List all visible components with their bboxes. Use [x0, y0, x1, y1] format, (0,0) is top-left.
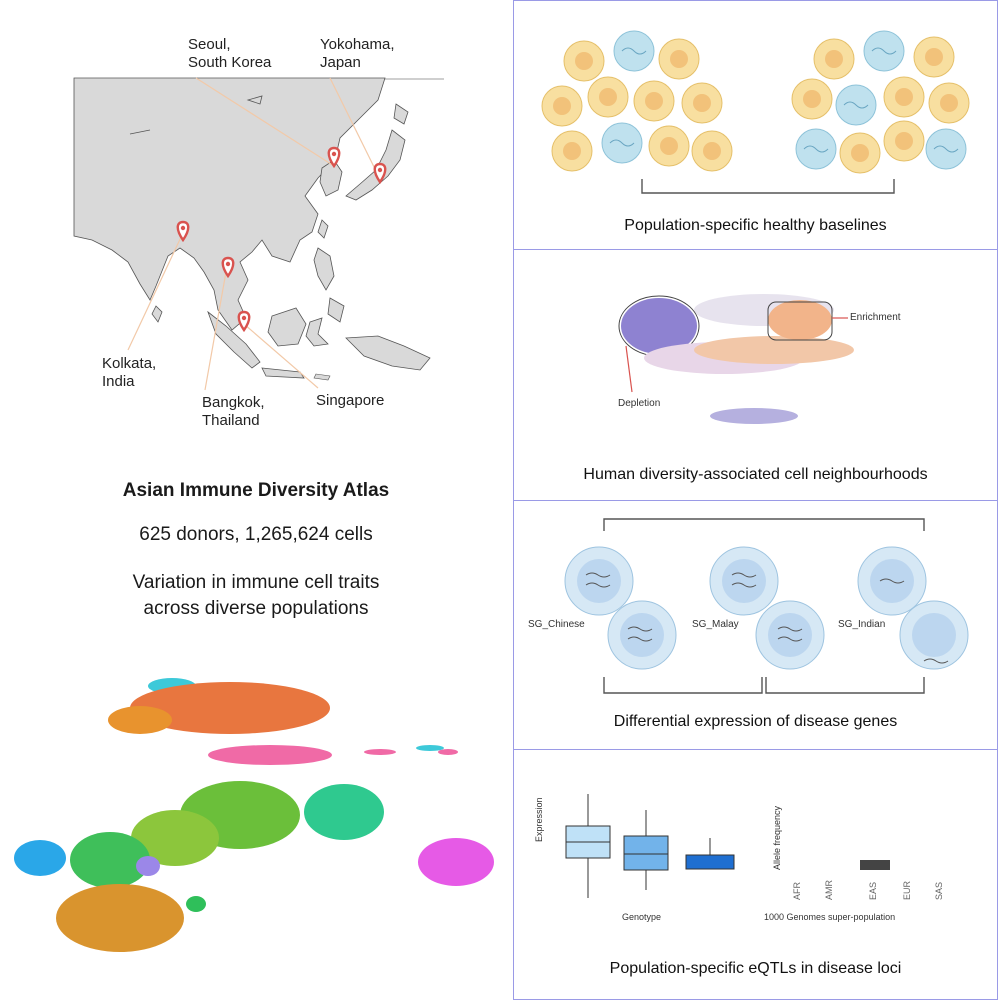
cluster-green-small [186, 896, 206, 912]
cells-sg-malay [709, 546, 825, 670]
barplot-ylabel: Allele frequency [772, 805, 782, 870]
asia-map [73, 77, 444, 391]
boxplot-xlabel: Genotype [622, 912, 662, 922]
cells-sg-indian [857, 546, 969, 670]
atlas-subtitle: 625 donors, 1,265,624 cells [139, 524, 373, 545]
tick-eur: EUR [902, 880, 912, 900]
panel-neighbourhoods: Enrichment Depletion Human diversity-ass… [513, 249, 998, 501]
sumatra [207, 310, 261, 369]
tick-eas: EAS [868, 881, 878, 900]
pin-yokohama-icon [373, 162, 387, 185]
caption-differential: Differential expression of disease genes [613, 713, 898, 730]
neighbourhood-umap [618, 294, 854, 424]
atlas-description: Variation in immune cell traits across d… [132, 572, 380, 619]
cluster-mustard [56, 884, 184, 952]
cell-group-right [791, 30, 970, 174]
cluster-orange-top [130, 682, 330, 734]
panel-differential: SG_Chinese SG_Malay SG_Indian Differenti… [513, 500, 998, 750]
label-sg-indian: SG_Indian [838, 619, 886, 630]
panel-eqtl: Expression Genotype Allele frequency 100… [513, 749, 998, 1000]
label-sg-malay: SG_Malay [692, 619, 739, 630]
label-yokohama: Yokohama, Japan [320, 36, 395, 71]
eqtl-plots [565, 794, 890, 898]
top-bracket [603, 518, 925, 531]
population-cells [564, 518, 969, 694]
cells-sg-chinese [564, 546, 677, 670]
caption-eqtl: Population-specific eQTLs in disease loc… [609, 960, 902, 977]
bottom-bracket-left [603, 677, 763, 694]
cluster-magenta [418, 838, 494, 886]
tick-sas: SAS [934, 881, 944, 900]
barplot-xlabel: 1000 Genomes super-population [764, 912, 896, 922]
bar-eas [860, 860, 890, 870]
tick-afr: AFR [792, 882, 802, 900]
borneo [267, 307, 307, 347]
cell-group-left [541, 30, 733, 172]
atlas-title: Asian Immune Diversity Atlas [122, 480, 390, 501]
cluster-green-3 [70, 832, 150, 888]
pin-singapore-icon [237, 310, 251, 333]
caption-neighbourhoods: Human diversity-associated cell neighbou… [583, 466, 928, 483]
tick-amr: AMR [824, 880, 834, 900]
comparison-bracket [641, 179, 895, 194]
label-seoul: Seoul, South Korea [188, 36, 272, 71]
panel-baselines: Population-specific healthy baselines [513, 0, 998, 250]
cluster-teal [304, 784, 384, 840]
boxplot-ylabel: Expression [534, 797, 544, 842]
label-bangkok: Bangkok, Thailand [202, 394, 265, 429]
enrichment-region [768, 300, 832, 340]
cell-illustration [541, 30, 970, 194]
label-sg-chinese: SG_Chinese [528, 619, 585, 630]
box-3 [685, 854, 735, 870]
caption-baselines: Population-specific healthy baselines [624, 217, 887, 234]
cluster-pink-band [208, 745, 332, 765]
cluster-green-2 [131, 810, 219, 866]
depletion-region [621, 298, 697, 354]
pin-kolkata-icon [176, 220, 190, 243]
umap-plot [14, 678, 494, 952]
left-column: Seoul, South Korea Yokohama, Japan Kolka… [14, 36, 494, 952]
label-kolkata: Kolkata, India [102, 355, 157, 390]
label-enrichment: Enrichment [850, 312, 901, 323]
new-guinea [345, 335, 431, 371]
pin-bangkok-icon [221, 256, 235, 279]
bottom-bracket-right [765, 677, 925, 694]
cluster-orange-left [108, 706, 172, 734]
box-2 [623, 835, 669, 871]
cluster-blue [14, 840, 66, 876]
cluster-purple [136, 856, 160, 876]
label-depletion: Depletion [618, 398, 661, 409]
philippines [313, 247, 335, 291]
label-singapore: Singapore [316, 392, 385, 409]
pin-seoul-icon [327, 146, 341, 169]
